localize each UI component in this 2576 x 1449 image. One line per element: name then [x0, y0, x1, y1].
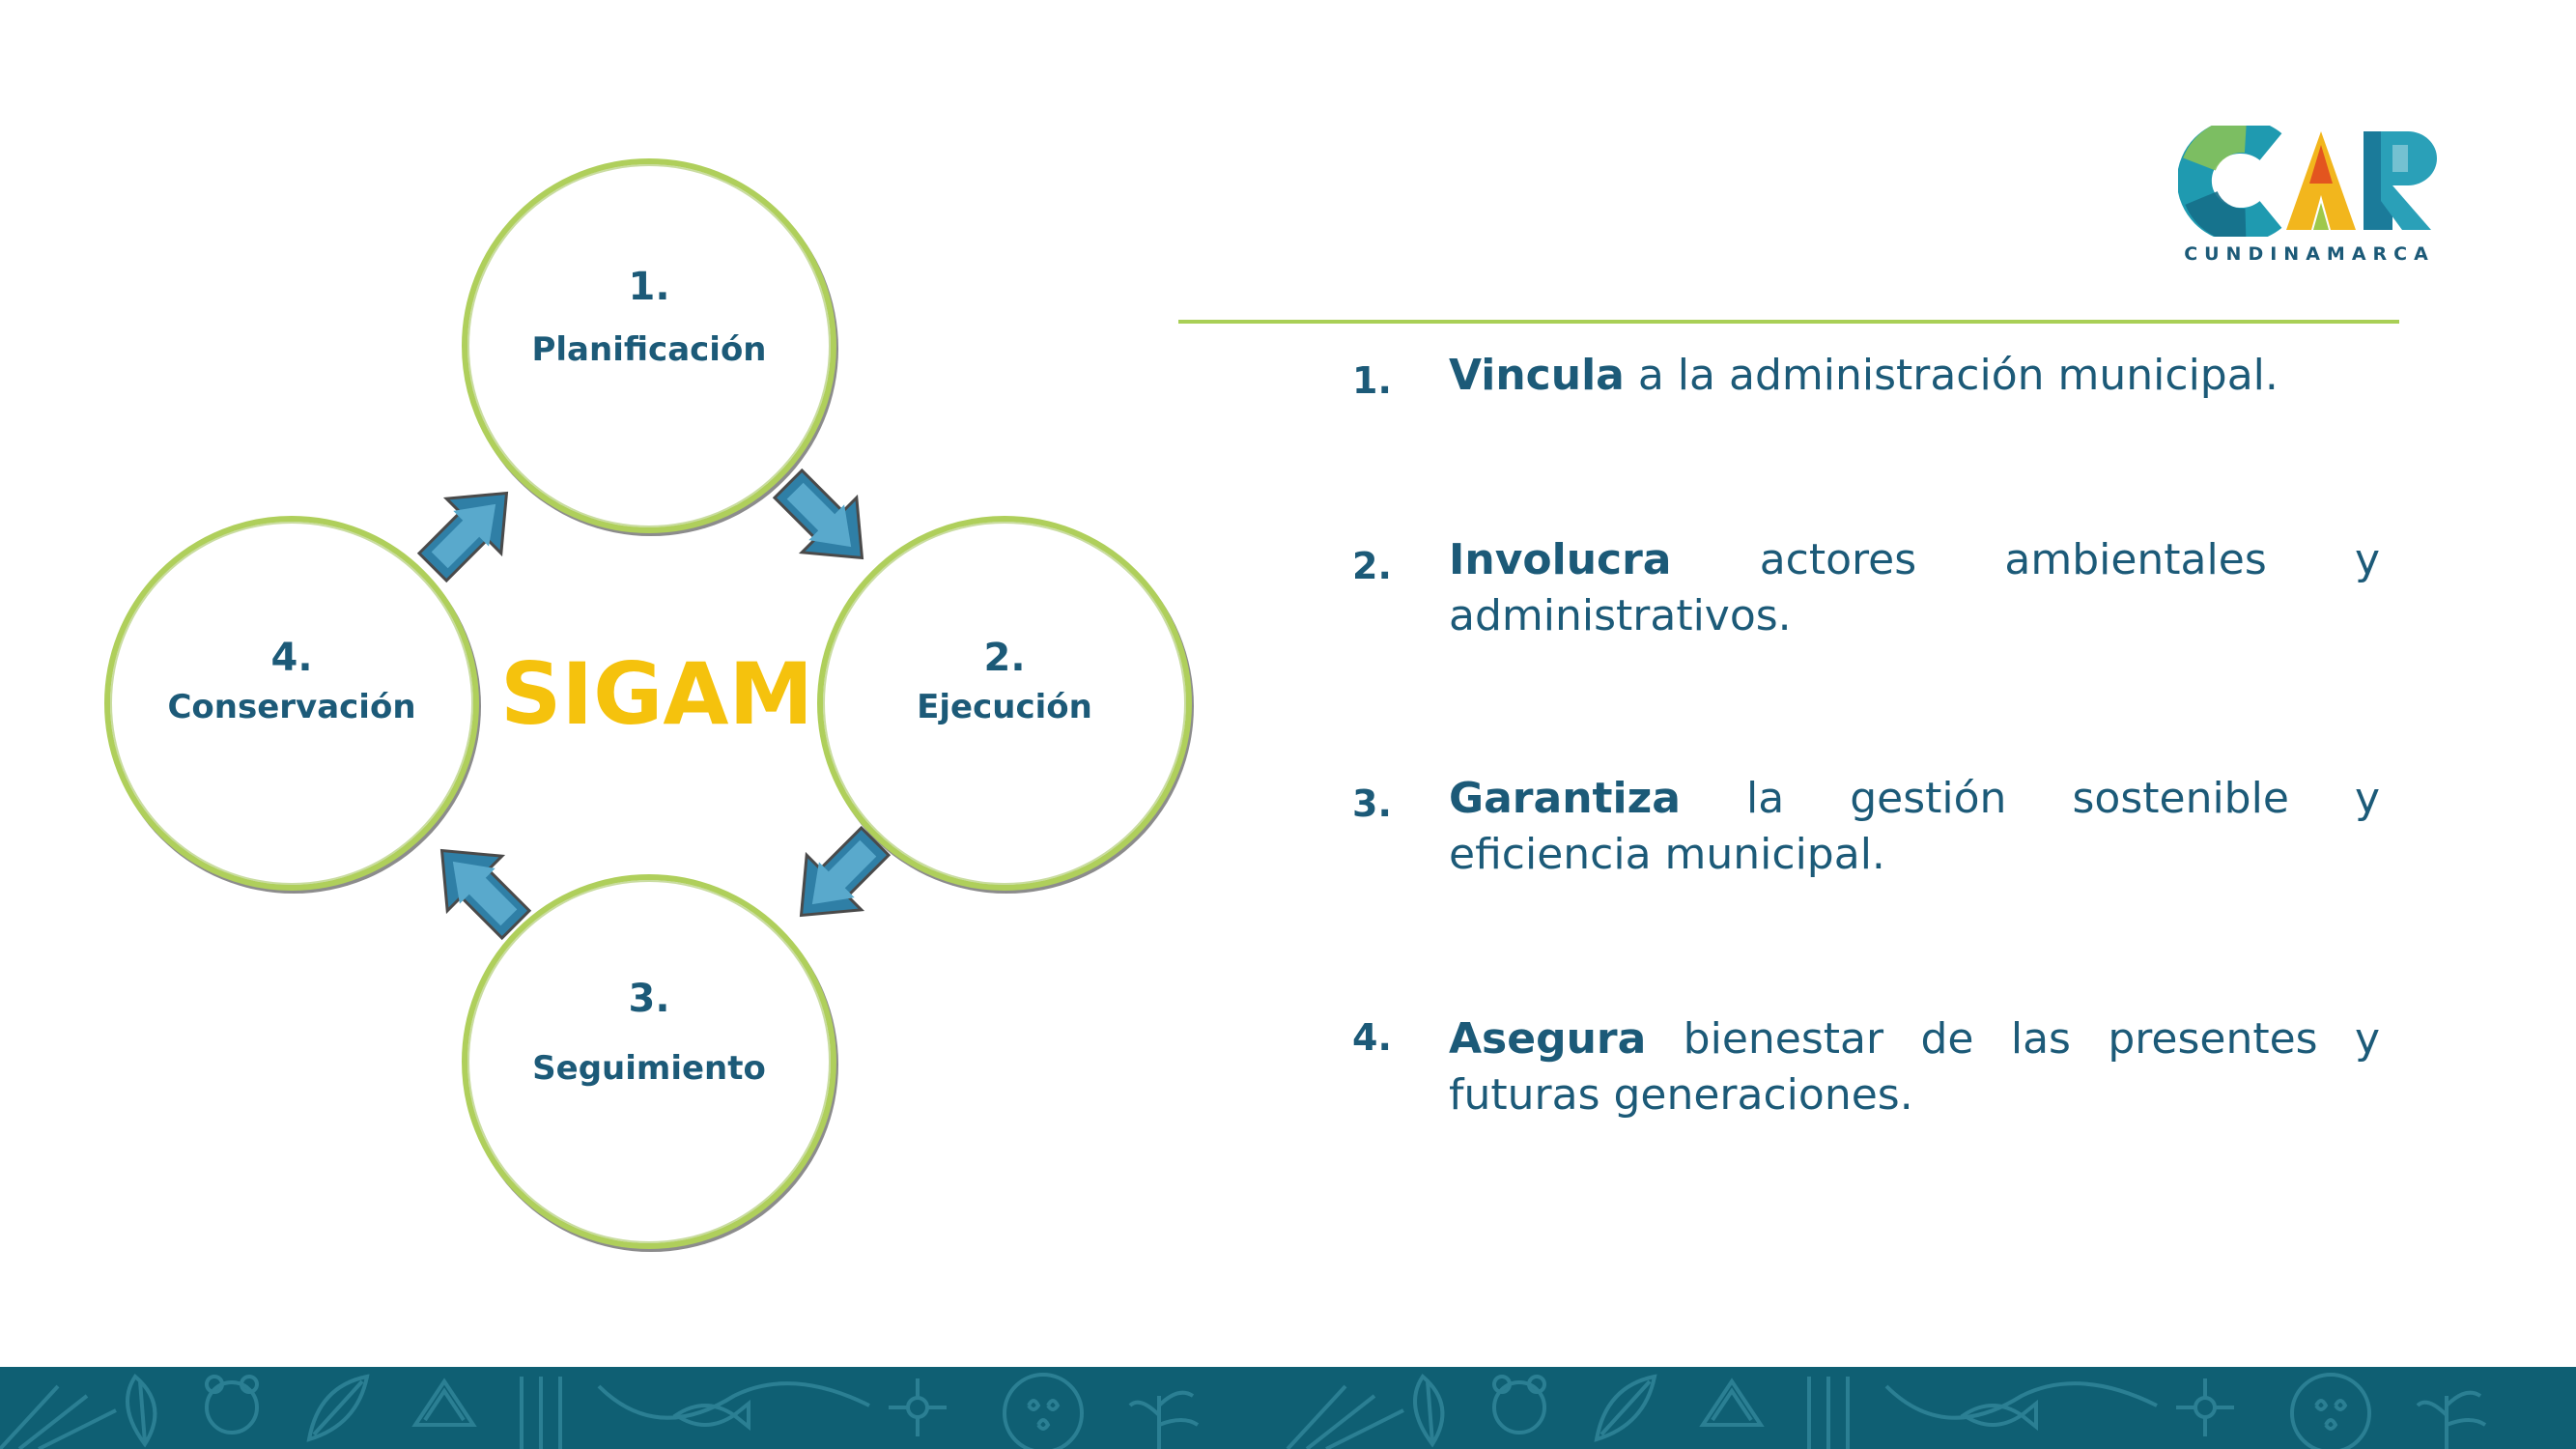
step-circle-conservacion: 4. Conservación: [104, 516, 479, 891]
arrow-icon: [799, 825, 892, 918]
recycle-icon: [411, 1378, 477, 1427]
sun-icon: [0, 1384, 117, 1449]
list-item: Involucra actores ambientales y administ…: [1449, 532, 2380, 644]
step-number: 1.: [628, 265, 670, 309]
arrow-icon: [772, 468, 864, 560]
step-number: 3.: [628, 977, 670, 1021]
list-item-keyword: Garantiza: [1449, 774, 1681, 823]
list-item: Asegura bienestar de las presentes y fut…: [1449, 1011, 2380, 1123]
footer-pattern-band: [0, 1367, 2576, 1449]
step-number: 2.: [983, 636, 1026, 680]
list-item-keyword: Vincula: [1449, 351, 1625, 400]
step-label: Planificación: [531, 330, 767, 369]
list-item-text: actores ambientales y administrativos.: [1449, 535, 2380, 640]
step-label: Conservación: [167, 688, 416, 726]
list-item-number: 1.: [1352, 359, 1392, 402]
arrow-icon: [416, 491, 509, 583]
car-logo-mark: [2176, 117, 2437, 243]
step-label: Ejecución: [917, 688, 1092, 726]
flower-icon: [906, 1396, 929, 1419]
diagram-center-title: SIGAM: [500, 644, 814, 744]
leaf-icon: [306, 1374, 370, 1442]
logo-caption: CUNDINAMARCA: [2184, 243, 2435, 265]
list-item-text: la gestión sostenible y eficiencia munic…: [1449, 774, 2380, 879]
step-number: 4.: [270, 636, 313, 680]
list-item-number: 3.: [1352, 782, 1392, 825]
list-item-text: bienestar de las presentes y futuras gen…: [1449, 1014, 2380, 1120]
list-item-number: 4.: [1352, 1016, 1392, 1059]
step-label: Seguimiento: [532, 1049, 766, 1088]
car-logo: CUNDINAMARCA: [2176, 117, 2449, 270]
arrow-icon: [439, 848, 532, 941]
step-circle-planificacion: 1. Planificación: [462, 158, 836, 533]
raindrops-icon: [1003, 1373, 1084, 1449]
list-item-text: a la administración municipal.: [1624, 351, 2279, 400]
leaf-icon: [126, 1374, 157, 1448]
fish-icon: [672, 1399, 750, 1432]
header-divider: [1178, 320, 2399, 324]
step-circle-seguimiento: 3. Seguimiento: [462, 874, 836, 1249]
list-item: Garantiza la gestión sostenible y eficie…: [1449, 771, 2380, 883]
wave-icon: [597, 1381, 870, 1420]
list-item-keyword: Asegura: [1449, 1014, 1647, 1064]
bear-icon: [205, 1380, 259, 1435]
list-item: Vincula a la administración municipal.: [1449, 348, 2380, 404]
list-item-keyword: Involucra: [1449, 535, 1672, 584]
step-circle-ejecucion: 2. Ejecución: [817, 516, 1192, 891]
footer-pattern: [0, 1373, 2487, 1449]
list-item-number: 2.: [1352, 545, 1392, 587]
